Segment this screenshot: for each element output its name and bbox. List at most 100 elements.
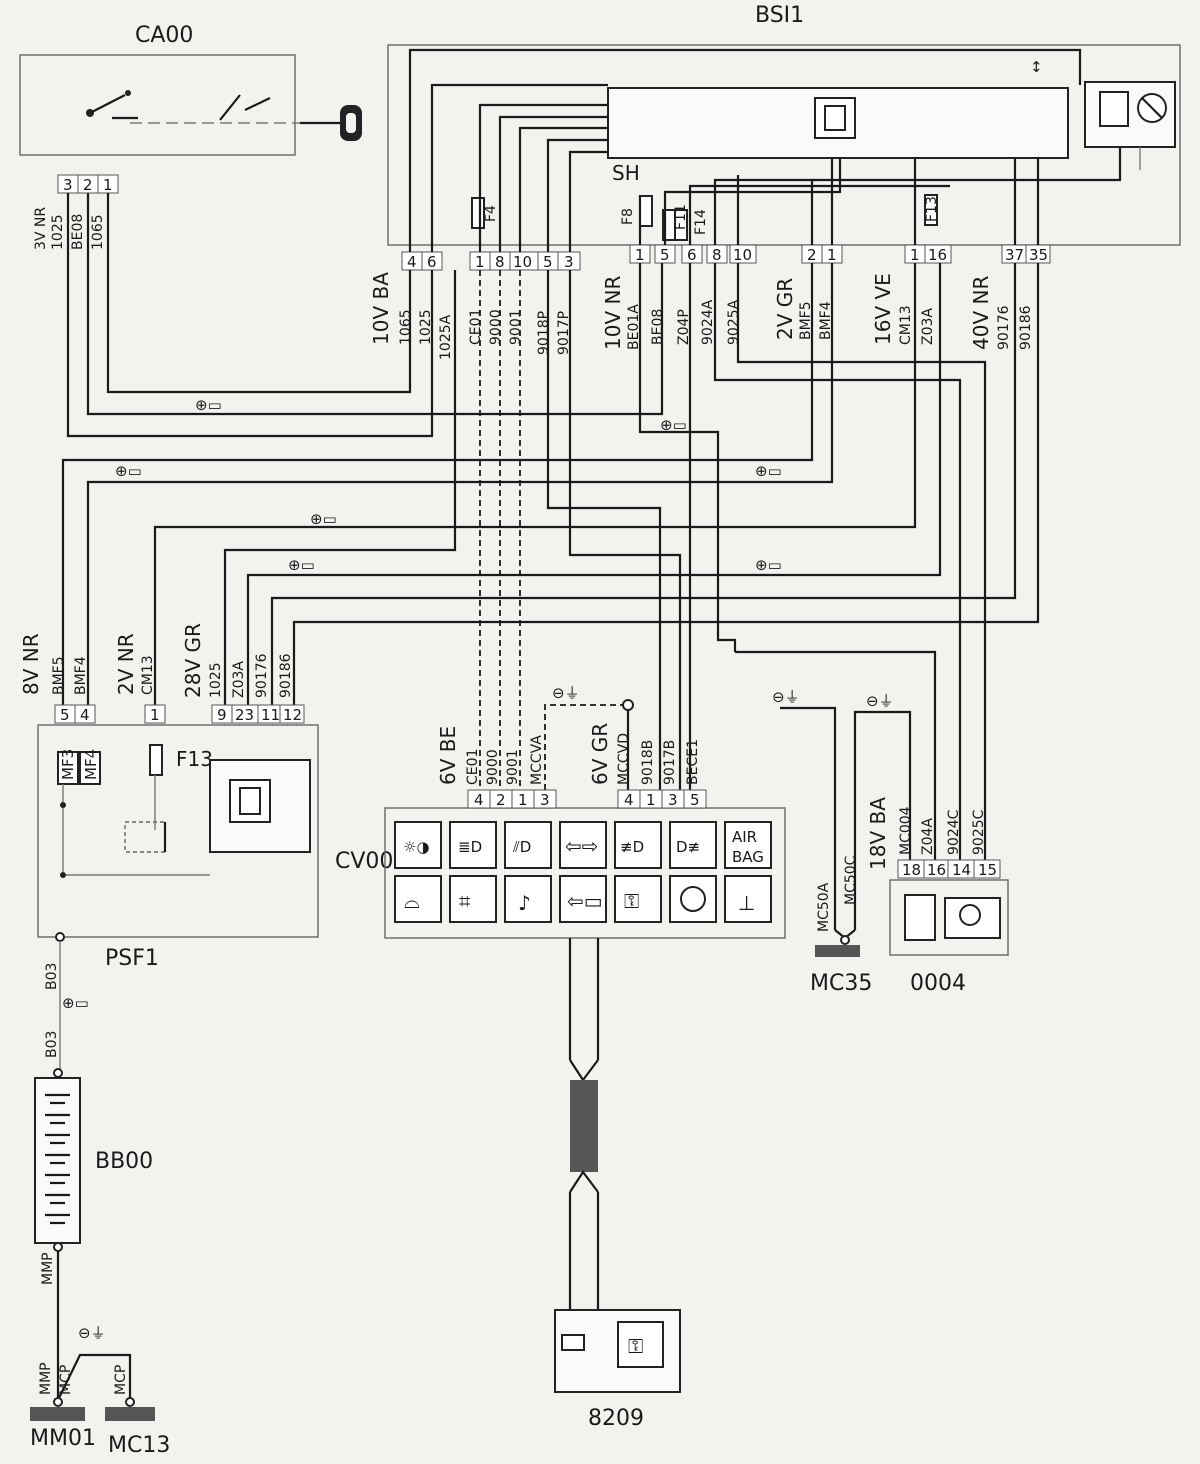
ca00-label: CA00 bbox=[135, 23, 193, 48]
svg-text:⊖⏚: ⊖⏚ bbox=[772, 688, 800, 706]
c0004-chip-icon bbox=[904, 894, 936, 941]
svg-text:B03: B03 bbox=[44, 1031, 60, 1058]
bb00-label: BB00 bbox=[95, 1149, 153, 1174]
svg-text:⇦▭: ⇦▭ bbox=[567, 889, 603, 913]
svg-text:Z04P: Z04P bbox=[676, 309, 692, 345]
handbrake-icon bbox=[724, 875, 772, 923]
bb00-battery: B03 B03 BB00 MMP bbox=[34, 941, 153, 1400]
svg-text:1: 1 bbox=[646, 791, 656, 809]
svg-text:10V NR: 10V NR bbox=[601, 276, 625, 350]
svg-text:B03: B03 bbox=[44, 963, 60, 990]
svg-text:BE08: BE08 bbox=[650, 309, 666, 345]
bsi1-sensor-icon bbox=[1084, 81, 1176, 148]
front-fog-icon bbox=[614, 821, 662, 869]
ca00-connector: 3 2 1 bbox=[57, 174, 119, 194]
svg-text:F4: F4 bbox=[483, 205, 499, 222]
psf1-wire-labels: 8V NR BMF5 BMF4 2V NR CM13 28V GR 1025 Z… bbox=[19, 623, 294, 698]
svg-text:9: 9 bbox=[217, 706, 227, 724]
airbag-icon bbox=[724, 821, 772, 869]
mc35-ground: MC50A MC50C MC35 bbox=[810, 855, 872, 996]
c8209-label: 8209 bbox=[588, 1406, 644, 1431]
svg-text:⊕▭: ⊕▭ bbox=[115, 462, 142, 480]
svg-text:1025A: 1025A bbox=[438, 314, 454, 360]
ca00-component: CA00 3 2 1 3V NR 1025 BE08 106 bbox=[19, 23, 362, 250]
svg-text:1: 1 bbox=[475, 253, 485, 271]
bsi1-wire-labels: 10V BA 1065 1025 1025A CE01 9000 9001 90… bbox=[369, 272, 1034, 360]
svg-text:⊕▭: ⊕▭ bbox=[755, 462, 782, 480]
dipped-beam-icon bbox=[504, 821, 552, 869]
svg-text:⊕▭: ⊕▭ bbox=[288, 556, 315, 574]
svg-text:⊕▭: ⊕▭ bbox=[310, 510, 337, 528]
bsi1-shunt-label: SH bbox=[612, 161, 640, 185]
svg-text:35: 35 bbox=[1029, 246, 1048, 264]
svg-text:⊕▭: ⊕▭ bbox=[195, 396, 222, 414]
bsi1-connector-ve: 1 16 bbox=[904, 244, 952, 264]
svg-text:8: 8 bbox=[712, 246, 722, 264]
svg-text:6V BE: 6V BE bbox=[436, 726, 460, 785]
svg-text:5: 5 bbox=[690, 791, 700, 809]
svg-text:⊖⏚: ⊖⏚ bbox=[866, 692, 894, 710]
svg-text:9017P: 9017P bbox=[556, 311, 572, 355]
svg-text:MC004: MC004 bbox=[898, 806, 914, 855]
svg-text:1: 1 bbox=[150, 706, 160, 724]
bsi1-connector-mid: 1 5 6 8 10 bbox=[629, 244, 757, 264]
svg-text:⌓: ⌓ bbox=[404, 889, 420, 913]
svg-text:F8: F8 bbox=[620, 208, 636, 225]
rear-fog-icon bbox=[669, 821, 717, 869]
svg-text:MC50C: MC50C bbox=[843, 855, 859, 905]
svg-text:9001: 9001 bbox=[505, 749, 521, 785]
svg-text:90176: 90176 bbox=[254, 653, 270, 698]
svg-text:MC35: MC35 bbox=[810, 971, 872, 996]
svg-text:15: 15 bbox=[978, 861, 997, 879]
svg-text:23: 23 bbox=[235, 706, 254, 724]
svg-text:5: 5 bbox=[660, 246, 670, 264]
svg-text:16: 16 bbox=[927, 861, 946, 879]
svg-text:8V NR: 8V NR bbox=[19, 633, 43, 695]
bsi1-ecu-chip-icon bbox=[814, 97, 856, 139]
rear-wiper-icon bbox=[449, 875, 497, 923]
svg-text:9025C: 9025C bbox=[971, 809, 987, 855]
svg-text:Z03A: Z03A bbox=[920, 308, 936, 345]
ground-hatch-icon bbox=[30, 1407, 155, 1421]
bsi1-fuses: F4 F8 F11 F14 F13 bbox=[471, 194, 940, 241]
sidelight-icon bbox=[394, 821, 442, 869]
wiper-icon bbox=[394, 875, 442, 923]
svg-text:16: 16 bbox=[928, 246, 947, 264]
svg-text:9024C: 9024C bbox=[946, 809, 962, 855]
cv00-indicator-lamps: ☼◑ ≣D ⫽D ⇦⇨ ≢D D≢ AIR BAG ⌓ ⌗ ♪ ⇦▭ ⚿ bbox=[394, 821, 772, 923]
svg-text:MC50A: MC50A bbox=[816, 882, 832, 932]
svg-text:8: 8 bbox=[495, 253, 505, 271]
svg-text:12: 12 bbox=[283, 706, 302, 724]
svg-text:⌗: ⌗ bbox=[459, 889, 470, 913]
svg-text:3: 3 bbox=[63, 176, 73, 194]
svg-text:BMF5: BMF5 bbox=[798, 301, 814, 340]
svg-text:1025: 1025 bbox=[418, 309, 434, 345]
svg-text:9001: 9001 bbox=[508, 309, 524, 345]
c0004-label: 0004 bbox=[910, 971, 966, 996]
cv00-connector: 4 2 1 3 4 1 3 5 bbox=[467, 789, 707, 809]
c0004-connector: 18 16 14 15 bbox=[897, 859, 1001, 879]
svg-text:F11: F11 bbox=[673, 204, 689, 230]
svg-text:BMF4: BMF4 bbox=[73, 656, 89, 695]
svg-text:1065: 1065 bbox=[398, 309, 414, 345]
svg-text:1: 1 bbox=[635, 246, 645, 264]
svg-text:≣D: ≣D bbox=[458, 838, 482, 856]
svg-text:BMF4: BMF4 bbox=[818, 301, 834, 340]
svg-text:4: 4 bbox=[624, 791, 634, 809]
svg-text:Z03A: Z03A bbox=[231, 661, 247, 698]
svg-text:MC13: MC13 bbox=[108, 1433, 170, 1458]
svg-text:BE01A: BE01A bbox=[626, 304, 642, 350]
svg-text:16V VE: 16V VE bbox=[871, 273, 895, 345]
ground-mm01-mc13: MMP MCP MCP MM01 MC13 bbox=[30, 1353, 170, 1458]
svg-text:⇦⇨: ⇦⇨ bbox=[565, 834, 599, 858]
svg-text:BMF5: BMF5 bbox=[51, 656, 67, 695]
polarity-markers: ⊕▭ ⊕▭ ⊕▭ ⊕▭ ⊕▭ ⊕▭ ⊕▭ ⊖⏚ ⊖⏚ ⊖⏚ ⊕▭ ⊖⏚ bbox=[62, 396, 894, 1342]
svg-text:1: 1 bbox=[910, 246, 920, 264]
svg-text:90176: 90176 bbox=[996, 305, 1012, 350]
svg-text:CE01: CE01 bbox=[468, 309, 484, 345]
svg-text:BECE1: BECE1 bbox=[685, 739, 701, 785]
svg-text:18V BA: 18V BA bbox=[866, 797, 890, 870]
svg-text:2: 2 bbox=[807, 246, 817, 264]
cv00-component: CV00 4 2 1 3 4 1 3 5 6V BE CE01 9000 900… bbox=[335, 723, 786, 1355]
svg-text:10: 10 bbox=[513, 253, 532, 271]
